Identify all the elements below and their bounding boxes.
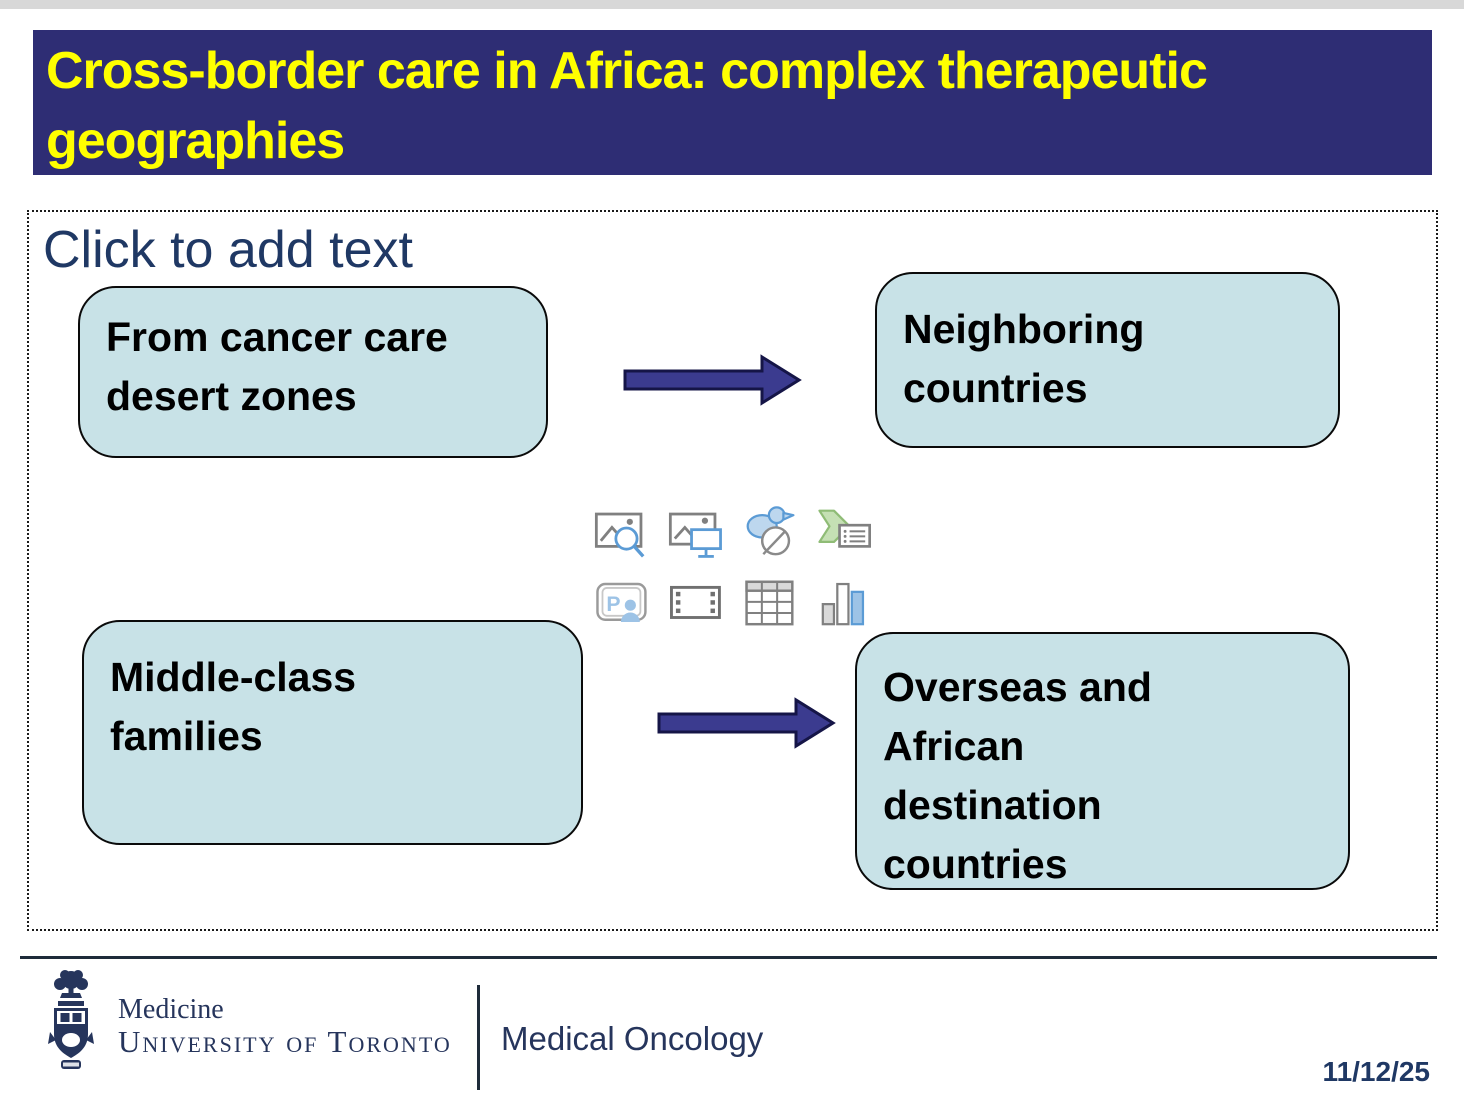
university-of-toronto-crest-logo (48, 970, 94, 1069)
insert-video-icon[interactable] (667, 574, 725, 632)
insert-table-icon[interactable] (741, 574, 799, 632)
footer-divider (477, 985, 480, 1090)
logo-unit-label: Medicine (118, 994, 224, 1025)
shape-text-line: countries (903, 365, 1088, 411)
insert-chart-icon[interactable] (815, 574, 873, 632)
stock-images-icon[interactable] (593, 504, 651, 562)
shape-from-cancer-care-desert-zones[interactable]: From cancer care desert zones (78, 286, 548, 458)
shape-text-line: Middle-class (110, 654, 357, 700)
shape-text-line: African (883, 723, 1025, 769)
shape-text-line: Neighboring (903, 306, 1145, 352)
shape-text-line: countries (883, 841, 1068, 887)
shape-text-line: families (110, 713, 263, 759)
content-placeholder[interactable]: Click to add text (27, 210, 1438, 931)
department-label: Medical Oncology (501, 1020, 764, 1057)
shape-text-line: From cancer care (106, 314, 448, 360)
window-top-edge (0, 0, 1464, 9)
content-placeholder-icon-grid: P (593, 504, 873, 632)
insert-icons-icon[interactable] (741, 504, 799, 562)
shape-neighboring-countries[interactable]: Neighboring countries (875, 272, 1340, 448)
cameo-icon[interactable]: P (593, 574, 651, 632)
shape-text-line: destination (883, 782, 1102, 828)
slide-title-line-1: Cross-border care in Africa: complex the… (46, 42, 1208, 100)
shape-middle-class-families[interactable]: Middle-class families (82, 620, 583, 845)
smartart-icon[interactable] (815, 504, 873, 562)
footer-rule (20, 956, 1437, 959)
slide-date: 11/12/25 (1322, 1056, 1430, 1087)
right-arrow-icon[interactable] (622, 352, 802, 408)
right-arrow-icon[interactable] (656, 695, 836, 751)
slide-title-placeholder[interactable]: Cross-border care in Africa: complex the… (33, 30, 1432, 175)
slide-title-line-2: geographies (46, 112, 345, 170)
logo-institution-label: University of Toronto (118, 1024, 452, 1059)
shape-overseas-destination-countries[interactable]: Overseas and African destination countri… (855, 632, 1350, 890)
click-to-add-text-prompt[interactable]: Click to add text (43, 221, 413, 279)
pictures-icon[interactable] (667, 504, 725, 562)
shape-text-line: Overseas and (883, 664, 1152, 710)
shape-text-line: desert zones (106, 373, 357, 419)
svg-text:P: P (606, 593, 620, 616)
